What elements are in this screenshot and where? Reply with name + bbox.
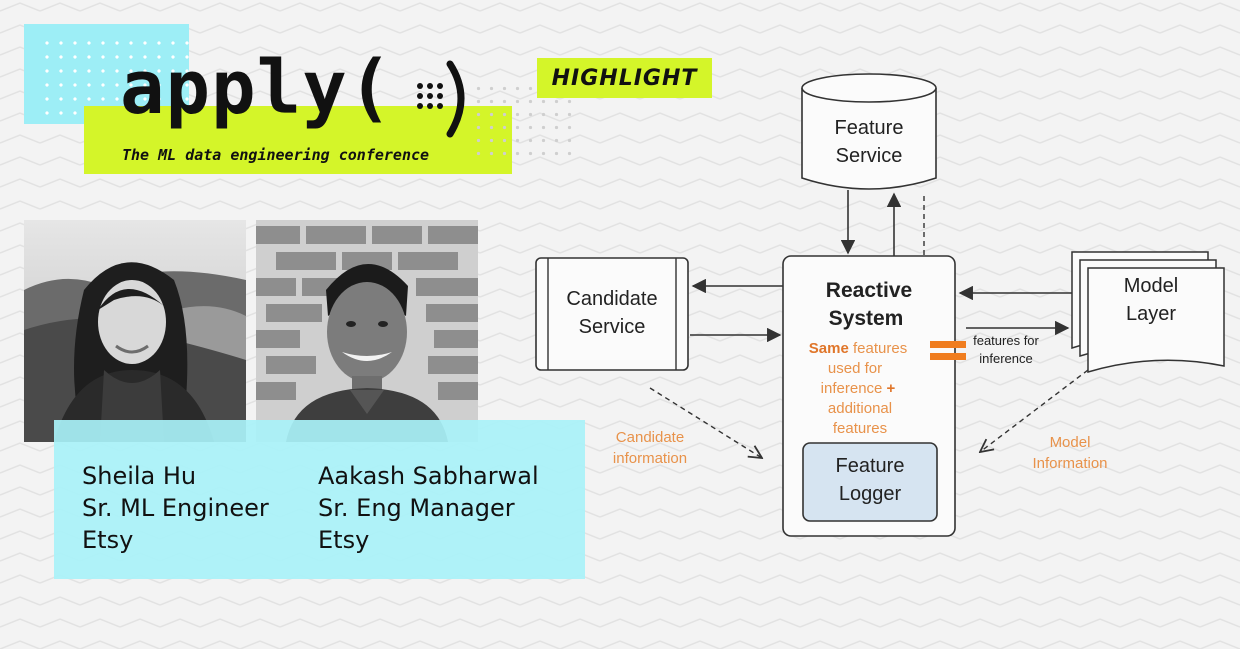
reactive-note-line4: additional — [828, 400, 892, 417]
features-for-inference-line1: features for — [973, 333, 1039, 348]
feature-service-node: Feature Service — [801, 73, 937, 190]
candidate-information-line2: information — [613, 450, 687, 467]
reactive-note-line1: Same features — [809, 340, 907, 357]
speaker-company: Etsy — [82, 526, 134, 554]
model-layer-label-line2: Layer — [1126, 303, 1176, 325]
highlight-badge: HIGHLIGHT — [537, 58, 712, 98]
features-for-inference-line2: inference — [979, 351, 1032, 366]
feature-logger-node: Feature Logger — [802, 442, 938, 522]
model-layer-node: Model Layer — [1071, 251, 1225, 374]
logo-dot-grid — [40, 36, 190, 116]
feature-service-label-line2: Service — [836, 145, 903, 167]
model-information-line2: Information — [1032, 455, 1107, 472]
feature-equality-marker-icon — [930, 341, 966, 360]
speaker-card-1: Sheila Hu Sr. ML Engineer Etsy — [82, 460, 269, 556]
model-layer-label-line1: Model — [1124, 275, 1178, 297]
speaker-name: Aakash Sabharwal — [318, 462, 539, 490]
candidate-service-label-line2: Service — [579, 316, 646, 338]
reactive-note-line2: used for — [828, 360, 882, 377]
speaker-title: Sr. ML Engineer — [82, 494, 269, 522]
dashed-arrow-model-information — [980, 369, 1089, 452]
speaker-photo-aakash — [256, 220, 478, 442]
logo-lime-bar — [84, 106, 512, 174]
speaker-title: Sr. Eng Manager — [318, 494, 515, 522]
reactive-note-line3: inference + — [821, 380, 896, 397]
candidate-service-label-line1: Candidate — [566, 288, 657, 310]
feature-logger-label-line2: Logger — [839, 483, 902, 505]
logo-closing-paren-icon — [417, 60, 465, 138]
speaker-info-panel — [54, 420, 585, 579]
reactive-system-label-line2: System — [829, 307, 904, 330]
conference-tagline: The ML data engineering conference — [122, 146, 430, 164]
speaker-photo-sheila — [24, 220, 246, 442]
speaker-company: Etsy — [318, 526, 370, 554]
candidate-service-node: Candidate Service — [535, 257, 689, 371]
feature-service-label-line1: Feature — [835, 117, 904, 139]
speaker-name: Sheila Hu — [82, 462, 197, 490]
feature-logger-label-line1: Feature — [836, 455, 905, 477]
conference-logo: apply( — [120, 45, 394, 131]
dashed-arrow-candidate-information — [649, 387, 762, 458]
reactive-note-line5: features — [833, 420, 887, 437]
speaker-card-2: Aakash Sabharwal Sr. Eng Manager Etsy — [318, 460, 539, 556]
model-information-line1: Model — [1050, 434, 1091, 451]
architecture-diagram: Feature Service Candidate Service Reacti… — [535, 73, 1225, 537]
reactive-system-label-line1: Reactive — [826, 279, 912, 302]
candidate-information-line1: Candidate — [616, 429, 684, 446]
